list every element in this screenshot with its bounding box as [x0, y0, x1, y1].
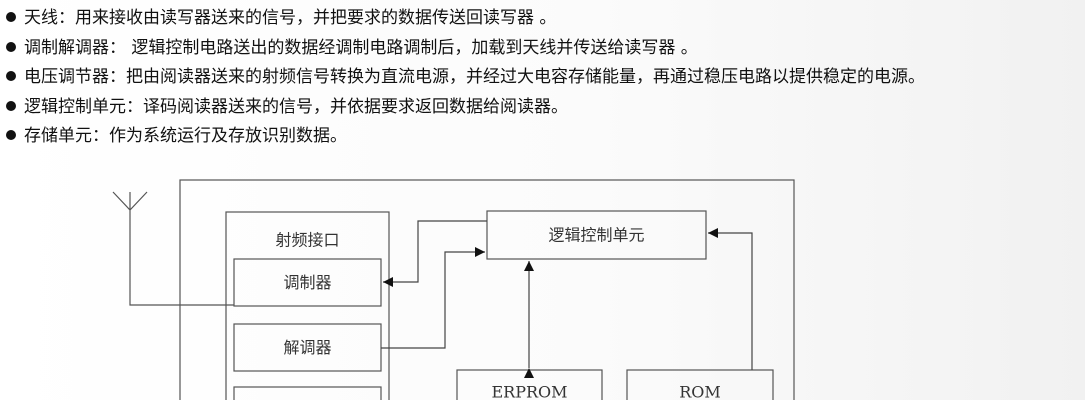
demodulator-to-logic-arrow: [381, 247, 485, 349]
erprom-label: ERPROM: [491, 383, 567, 400]
bullet-dot-icon: [6, 71, 16, 81]
rom-box: [626, 369, 774, 400]
bullet-text: 存储单元：作为系统运行及存放识别数据。: [24, 126, 347, 146]
bullet-dot-icon: [6, 130, 16, 140]
bullet-dot-icon: [6, 100, 16, 111]
rom-label: ROM: [679, 383, 721, 400]
rom-to-logic-arrow: [708, 228, 753, 370]
bullet-voltage-regulator: 电压调节器：把由阅读器送来的射频信号转换为直流电源，并经过大电容存储能量，再通过…: [6, 63, 925, 93]
modulator-label: 调制器: [283, 273, 331, 292]
modulator-box: [233, 258, 382, 307]
bullet-list: 天线：用来接收由读写器送来的信号，并把要求的数据传送回读写器 。 调制解调器： …: [6, 4, 925, 152]
bullet-text: 调制解调器： 逻辑控制电路送出的数据经调制电路调制后，加载到天线并传送给读写器 …: [24, 37, 698, 58]
bullet-storage: 存储单元：作为系统运行及存放识别数据。: [6, 122, 925, 152]
rf-interface-box: [225, 211, 390, 400]
logic-control-label: 逻辑控制单元: [548, 226, 644, 245]
bullet-dot-icon: [6, 41, 16, 52]
demodulator-label: 解调器: [283, 338, 331, 357]
rf-interface-label: 射频接口: [275, 231, 339, 250]
bullet-text: 逻辑控制单元：译码阅读器送来的信号，并依据要求返回数据给阅读器。: [24, 96, 568, 117]
antenna-icon: [112, 191, 234, 306]
bullet-text: 电压调节器：把由阅读器送来的射频信号转换为直流电源，并经过大电容存储能量，再通过…: [24, 67, 925, 87]
bullet-dot-icon: [6, 12, 16, 22]
bullet-logic-unit: 逻辑控制单元：译码阅读器送来的信号，并依据要求返回数据给阅读器。: [6, 93, 925, 123]
bullet-antenna: 天线：用来接收由读写器送来的信号，并把要求的数据传送回读写器 。: [6, 4, 925, 34]
chip-outline: [179, 179, 795, 400]
logic-control-box: [486, 210, 707, 260]
bullet-modem: 调制解调器： 逻辑控制电路送出的数据经调制电路调制后，加载到天线并传送给读写器 …: [6, 34, 925, 64]
bullet-text: 天线：用来接收由读写器送来的信号，并把要求的数据传送回读写器 。: [24, 8, 557, 28]
logic-to-modulator-arrow: [383, 220, 487, 287]
voltage-regulator-box: [233, 386, 382, 400]
